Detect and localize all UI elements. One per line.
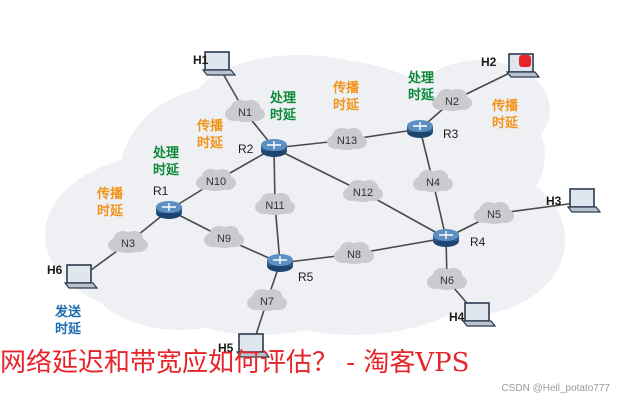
delay-label-transmission: 发送时延: [54, 304, 82, 337]
router-r1: R1: [153, 184, 182, 219]
network-cloud-n8: N8: [334, 242, 374, 264]
router-r5: R5: [267, 254, 314, 284]
delay-label-propagation: 传播时延: [96, 186, 124, 219]
router-label: R5: [298, 270, 314, 284]
network-label: N1: [238, 107, 252, 119]
network-label: N8: [347, 249, 361, 261]
network-label: N4: [426, 177, 440, 189]
csdn-watermark: CSDN @Hell_potato777: [501, 383, 610, 394]
network-cloud-n10: N10: [196, 169, 236, 191]
host-h6: H6: [47, 263, 99, 289]
link-r2-n12: [273, 147, 364, 193]
host-label: H4: [449, 310, 465, 324]
host-h2: H2: [481, 53, 541, 78]
laptop-icon: [201, 51, 237, 76]
network-label: N2: [445, 96, 459, 108]
network-label: N7: [260, 296, 274, 308]
host-label: H6: [47, 263, 63, 277]
network-label: N6: [440, 275, 454, 287]
laptop-icon: [235, 333, 271, 358]
host-h1: H1: [193, 51, 237, 76]
network-label: N9: [217, 233, 231, 245]
host-h4: H4: [449, 302, 497, 327]
caption-title: 网络延迟和带宽应如何评估？ - 淘客VPS: [0, 348, 470, 378]
network-cloud-n5: N5: [474, 202, 514, 224]
network-cloud-n13: N13: [327, 128, 367, 150]
delay-label-propagation: 传播时延: [332, 80, 360, 113]
network-label: N5: [487, 209, 501, 221]
host-label: H1: [193, 53, 209, 67]
network-cloud-n7: N7: [247, 289, 287, 311]
laptop-icon: [566, 188, 602, 213]
delay-label-propagation: 传播时延: [196, 118, 224, 151]
red-indicator-icon: [519, 55, 531, 67]
network-cloud-n4: N4: [413, 170, 453, 192]
network-label: N13: [337, 135, 357, 147]
network-label: N10: [206, 176, 226, 188]
delay-label-processing: 处理时延: [269, 90, 297, 123]
delay-label-propagation: 传播时延: [491, 98, 519, 131]
network-cloud-n3: N3: [108, 231, 148, 253]
router-label: R2: [238, 142, 254, 156]
delay-label-processing: 处理时延: [152, 145, 180, 178]
network-label: N11: [265, 200, 284, 212]
router-r4: R4: [433, 229, 486, 249]
laptop-icon: [505, 53, 541, 78]
laptop-icon: [461, 302, 497, 327]
router-label: R4: [470, 235, 486, 249]
host-h3: H3: [546, 188, 602, 213]
network-cloud-n9: N9: [204, 226, 244, 248]
laptop-icon: [63, 264, 99, 289]
host-h5: H5: [218, 333, 271, 358]
host-label: H5: [218, 341, 234, 355]
network-label: N12: [353, 187, 373, 199]
router-r3: R3: [407, 120, 459, 141]
network-cloud-n12: N12: [343, 180, 383, 202]
router-label: R3: [443, 127, 459, 141]
network-cloud-n11: N11: [255, 193, 295, 215]
host-label: H2: [481, 55, 497, 69]
network-cloud-n1: N1: [225, 100, 265, 122]
network-cloud-n6: N6: [427, 268, 467, 290]
router-r2: R2: [238, 139, 287, 157]
delay-label-processing: 处理时延: [407, 70, 435, 103]
network-cloud-n2: N2: [432, 89, 472, 111]
host-label: H3: [546, 194, 562, 208]
network-label: N3: [121, 238, 135, 250]
router-label: R1: [153, 184, 169, 198]
